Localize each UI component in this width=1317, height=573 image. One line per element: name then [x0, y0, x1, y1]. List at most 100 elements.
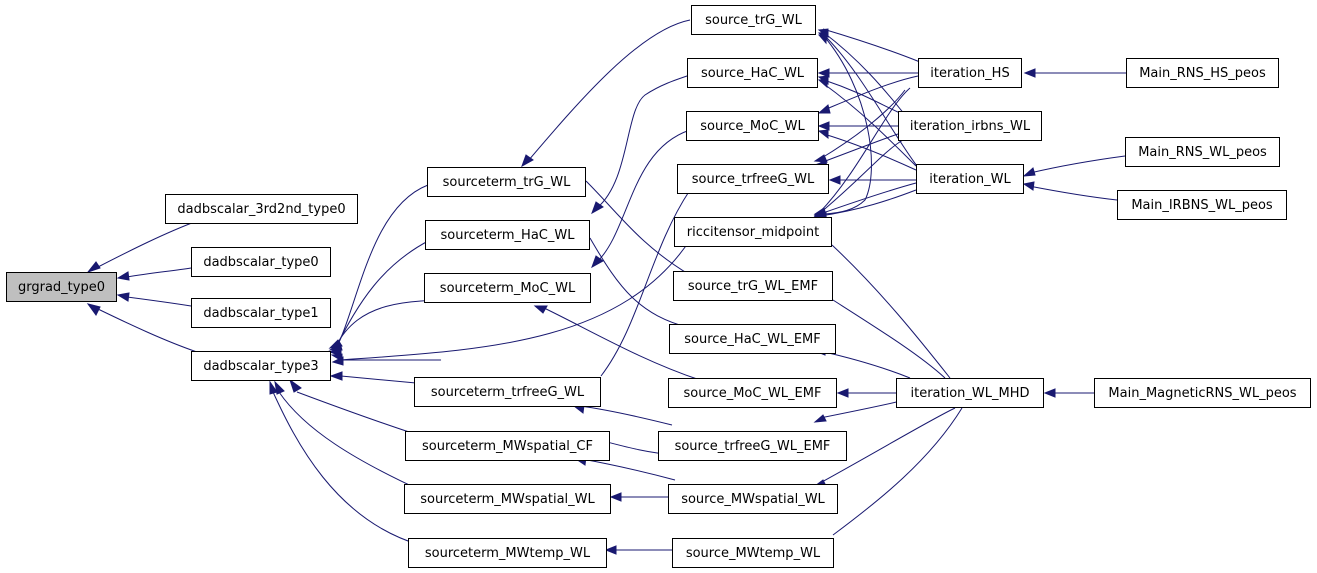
edge-arrowhead [817, 68, 830, 78]
node-sourceterm-MWspatial-CF[interactable]: sourceterm_MWspatial_CF [405, 431, 610, 461]
edge-arrowhead [604, 545, 617, 555]
node-source-MoC-WL[interactable]: source_MoC_WL [686, 111, 819, 141]
node-Main-RNS-HS-peos[interactable]: Main_RNS_HS_peos [1126, 58, 1279, 88]
edge-arrowhead [836, 388, 849, 398]
edge-line [335, 299, 463, 347]
edge-line [819, 139, 904, 214]
edge-arrowhead [1043, 388, 1056, 398]
edge-line [822, 31, 906, 116]
edge-arrowhead [1022, 167, 1036, 177]
edge-arrowhead [1023, 68, 1036, 78]
edge-line [819, 189, 917, 217]
edge-arrowhead [1022, 181, 1035, 191]
edge-arrowhead [116, 292, 130, 302]
edge-arrowhead [818, 33, 827, 45]
edge-arrowhead [828, 175, 841, 185]
node-source-MWtemp-WL[interactable]: source_MWtemp_WL [672, 538, 834, 568]
node-dadbscalar-3rd2nd-type0[interactable]: dadbscalar_3rd2nd_type0 [165, 194, 358, 224]
edge-arrowhead [274, 380, 285, 395]
edge-line [585, 180, 691, 276]
node-source-trfreeG-WL-EMF[interactable]: source_trfreeG_WL_EMF [658, 431, 847, 461]
edge-arrowhead [817, 78, 828, 89]
edge-arrowhead [817, 121, 830, 131]
edge-arrowhead [86, 303, 101, 316]
edge-line [581, 458, 676, 481]
node-sourceterm-HaC-WL[interactable]: sourceterm_HaC_WL [425, 220, 590, 250]
edge-line [819, 87, 911, 213]
edge-line [335, 239, 431, 348]
node-source-MWspatial-WL[interactable]: source_MWspatial_WL [668, 484, 838, 514]
edge-line [819, 133, 899, 164]
node-source-HaC-WL[interactable]: source_HaC_WL [687, 58, 818, 88]
edge-line [97, 220, 198, 268]
edge-line [823, 133, 917, 171]
edge-line [579, 405, 673, 426]
edge-line [97, 308, 198, 353]
edge-arrowhead [331, 356, 344, 366]
edge-line [1028, 185, 1118, 201]
edge-arrowhead [116, 271, 130, 281]
edge-arrowhead [269, 380, 278, 395]
edge-line [272, 391, 421, 546]
edge-line [340, 375, 417, 384]
edge-arrowhead [86, 261, 101, 274]
node-grgrad-type0[interactable]: grgrad_type0 [6, 272, 117, 302]
node-dadbscalar-type1[interactable]: dadbscalar_type1 [191, 298, 331, 328]
edge-line [1029, 155, 1126, 174]
edge-arrowhead [533, 305, 548, 314]
edge-arrowhead [813, 154, 828, 163]
edge-line [823, 79, 901, 114]
node-iteration-HS[interactable]: iteration_HS [918, 58, 1022, 88]
node-Main-RNS-WL-peos[interactable]: Main_RNS_WL_peos [1125, 137, 1280, 167]
node-dadbscalar-type3[interactable]: dadbscalar_type3 [191, 351, 331, 381]
edge-line [832, 299, 946, 379]
edge-line [589, 237, 691, 329]
node-Main-MagneticRNS-WL-peos[interactable]: Main_MagneticRNS_WL_peos [1094, 378, 1311, 408]
node-sourceterm-trfreeG-WL[interactable]: sourceterm_trfreeG_WL [414, 377, 601, 407]
edge-line [527, 19, 691, 162]
edge-arrowhead [328, 339, 343, 349]
edge-arrowhead [591, 201, 604, 215]
node-source-trG-WL-EMF[interactable]: source_trG_WL_EMF [673, 271, 833, 301]
edge-arrowhead [813, 414, 827, 423]
edge-line [126, 296, 192, 307]
edge-line [819, 182, 917, 215]
node-source-trG-WL[interactable]: source_trG_WL [691, 5, 816, 35]
edge-arrowhead [289, 378, 302, 393]
node-iteration-irbns-WL[interactable]: iteration_irbns_WL [898, 111, 1042, 141]
node-iteration-WL-MHD[interactable]: iteration_WL_MHD [896, 378, 1044, 408]
edge-line [539, 305, 701, 381]
edge-line [819, 89, 906, 160]
node-source-trfreeG-WL[interactable]: source_trfreeG_WL [677, 164, 829, 194]
node-sourceterm-trG-WL[interactable]: sourceterm_trG_WL [427, 167, 586, 197]
edge-arrowhead [521, 154, 534, 168]
node-iteration-WL[interactable]: iteration_WL [916, 164, 1024, 194]
edge-line [832, 407, 963, 536]
edge-line [822, 28, 921, 63]
edge-line [823, 75, 919, 111]
edge-arrowhead [817, 104, 831, 114]
edge-line [823, 83, 917, 167]
edge-line [126, 267, 192, 278]
edge-line [596, 129, 691, 263]
node-source-MoC-WL-EMF[interactable]: source_MoC_WL_EMF [668, 378, 837, 408]
edge-line [819, 407, 956, 484]
node-source-HaC-WL-EMF[interactable]: source_HaC_WL_EMF [669, 324, 836, 354]
node-dadbscalar-type0[interactable]: dadbscalar_type0 [191, 247, 331, 277]
edge-line [600, 189, 691, 377]
edge-line [819, 350, 911, 379]
edge-line [596, 74, 691, 209]
node-Main-IRBNS-WL-peos[interactable]: Main_IRBNS_WL_peos [1117, 190, 1287, 220]
edge-line [831, 244, 951, 379]
node-riccitensor-midpoint[interactable]: riccitensor_midpoint [674, 217, 832, 247]
edge-arrowhead [329, 371, 343, 381]
node-sourceterm-MWtemp-WL[interactable]: sourceterm_MWtemp_WL [408, 538, 607, 568]
node-sourceterm-MWspatial-WL[interactable]: sourceterm_MWspatial_WL [404, 484, 611, 514]
edge-arrowhead [817, 129, 829, 140]
edge-line [278, 391, 421, 491]
edge-line [339, 239, 691, 361]
edge-line [335, 184, 429, 350]
node-sourceterm-MoC-WL[interactable]: sourceterm_MoC_WL [424, 273, 591, 303]
